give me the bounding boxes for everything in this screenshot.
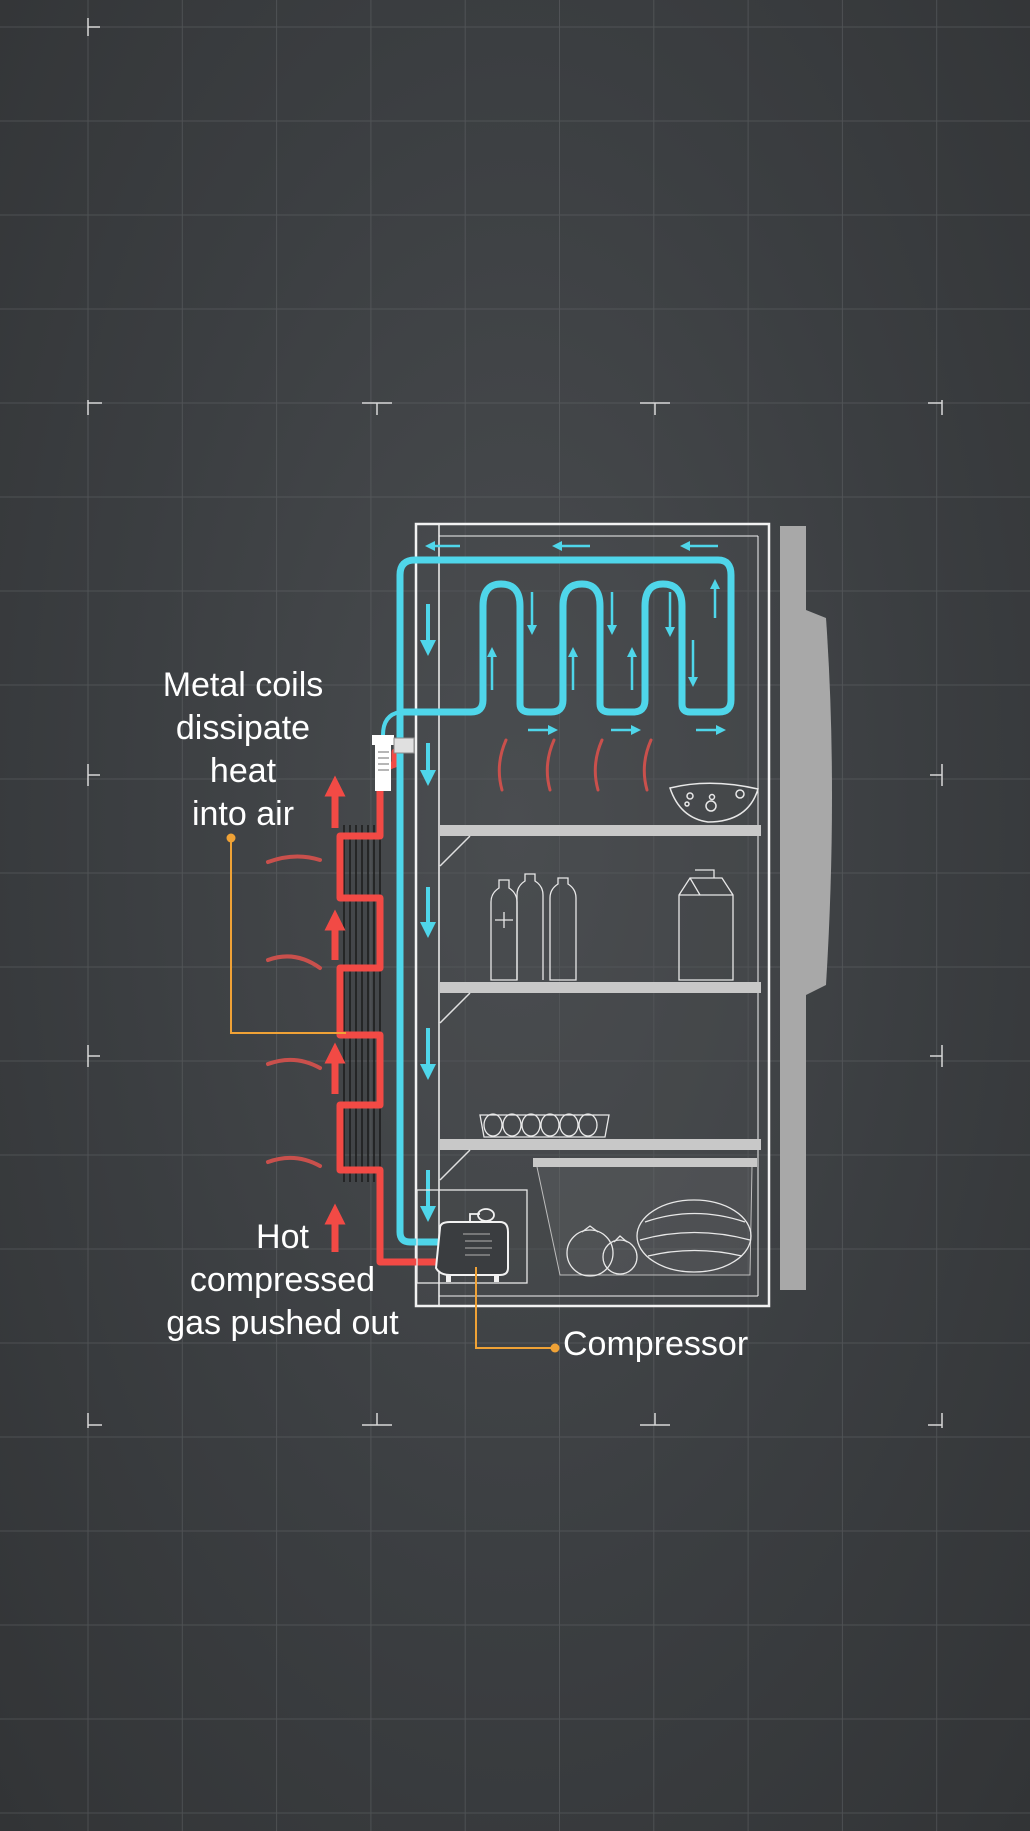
coils-label-line: Metal coils — [162, 666, 324, 704]
hot-gas-label-line: Hot — [256, 1218, 309, 1256]
shelves — [439, 825, 761, 1276]
egg-carton-icon — [479, 1113, 610, 1138]
watermelon-icon — [636, 1199, 752, 1273]
coils-label-line: dissipate — [175, 709, 311, 747]
cold-return-line — [381, 710, 401, 790]
compressor-label: Compressor — [563, 1325, 749, 1363]
coils-label-line: heat — [209, 752, 277, 790]
compressor-leader-dot — [550, 1343, 560, 1353]
refrigerator-door — [780, 526, 832, 1290]
registration-marks — [87, 18, 943, 1428]
coils-label-line: into air — [191, 795, 295, 833]
heat-dissipation-waves — [266, 854, 322, 1168]
compressor-icon — [416, 1189, 528, 1284]
tomato-icon — [566, 1225, 638, 1277]
milk-carton-icon — [678, 869, 734, 981]
coils-label: Metal coils dissipate heat into air — [128, 664, 358, 836]
coils-leader-dot — [226, 833, 236, 843]
leader-lines — [230, 838, 555, 1349]
hot-gas-label-line: compressed — [189, 1261, 376, 1299]
cold-flow-arrows — [420, 541, 726, 1222]
cold-refrigerant-line — [396, 556, 735, 1246]
hot-gas-label: Hot compressed gas pushed out — [140, 1216, 425, 1345]
cold-air-waves — [497, 738, 653, 792]
expansion-valve-icon — [372, 735, 415, 791]
condenser-fins-icon — [343, 825, 381, 1182]
refrigerator-body — [414, 522, 771, 1308]
cheese-icon — [669, 782, 759, 823]
hot-gas-label-line: gas pushed out — [166, 1304, 399, 1342]
bottles-icon — [490, 873, 577, 981]
